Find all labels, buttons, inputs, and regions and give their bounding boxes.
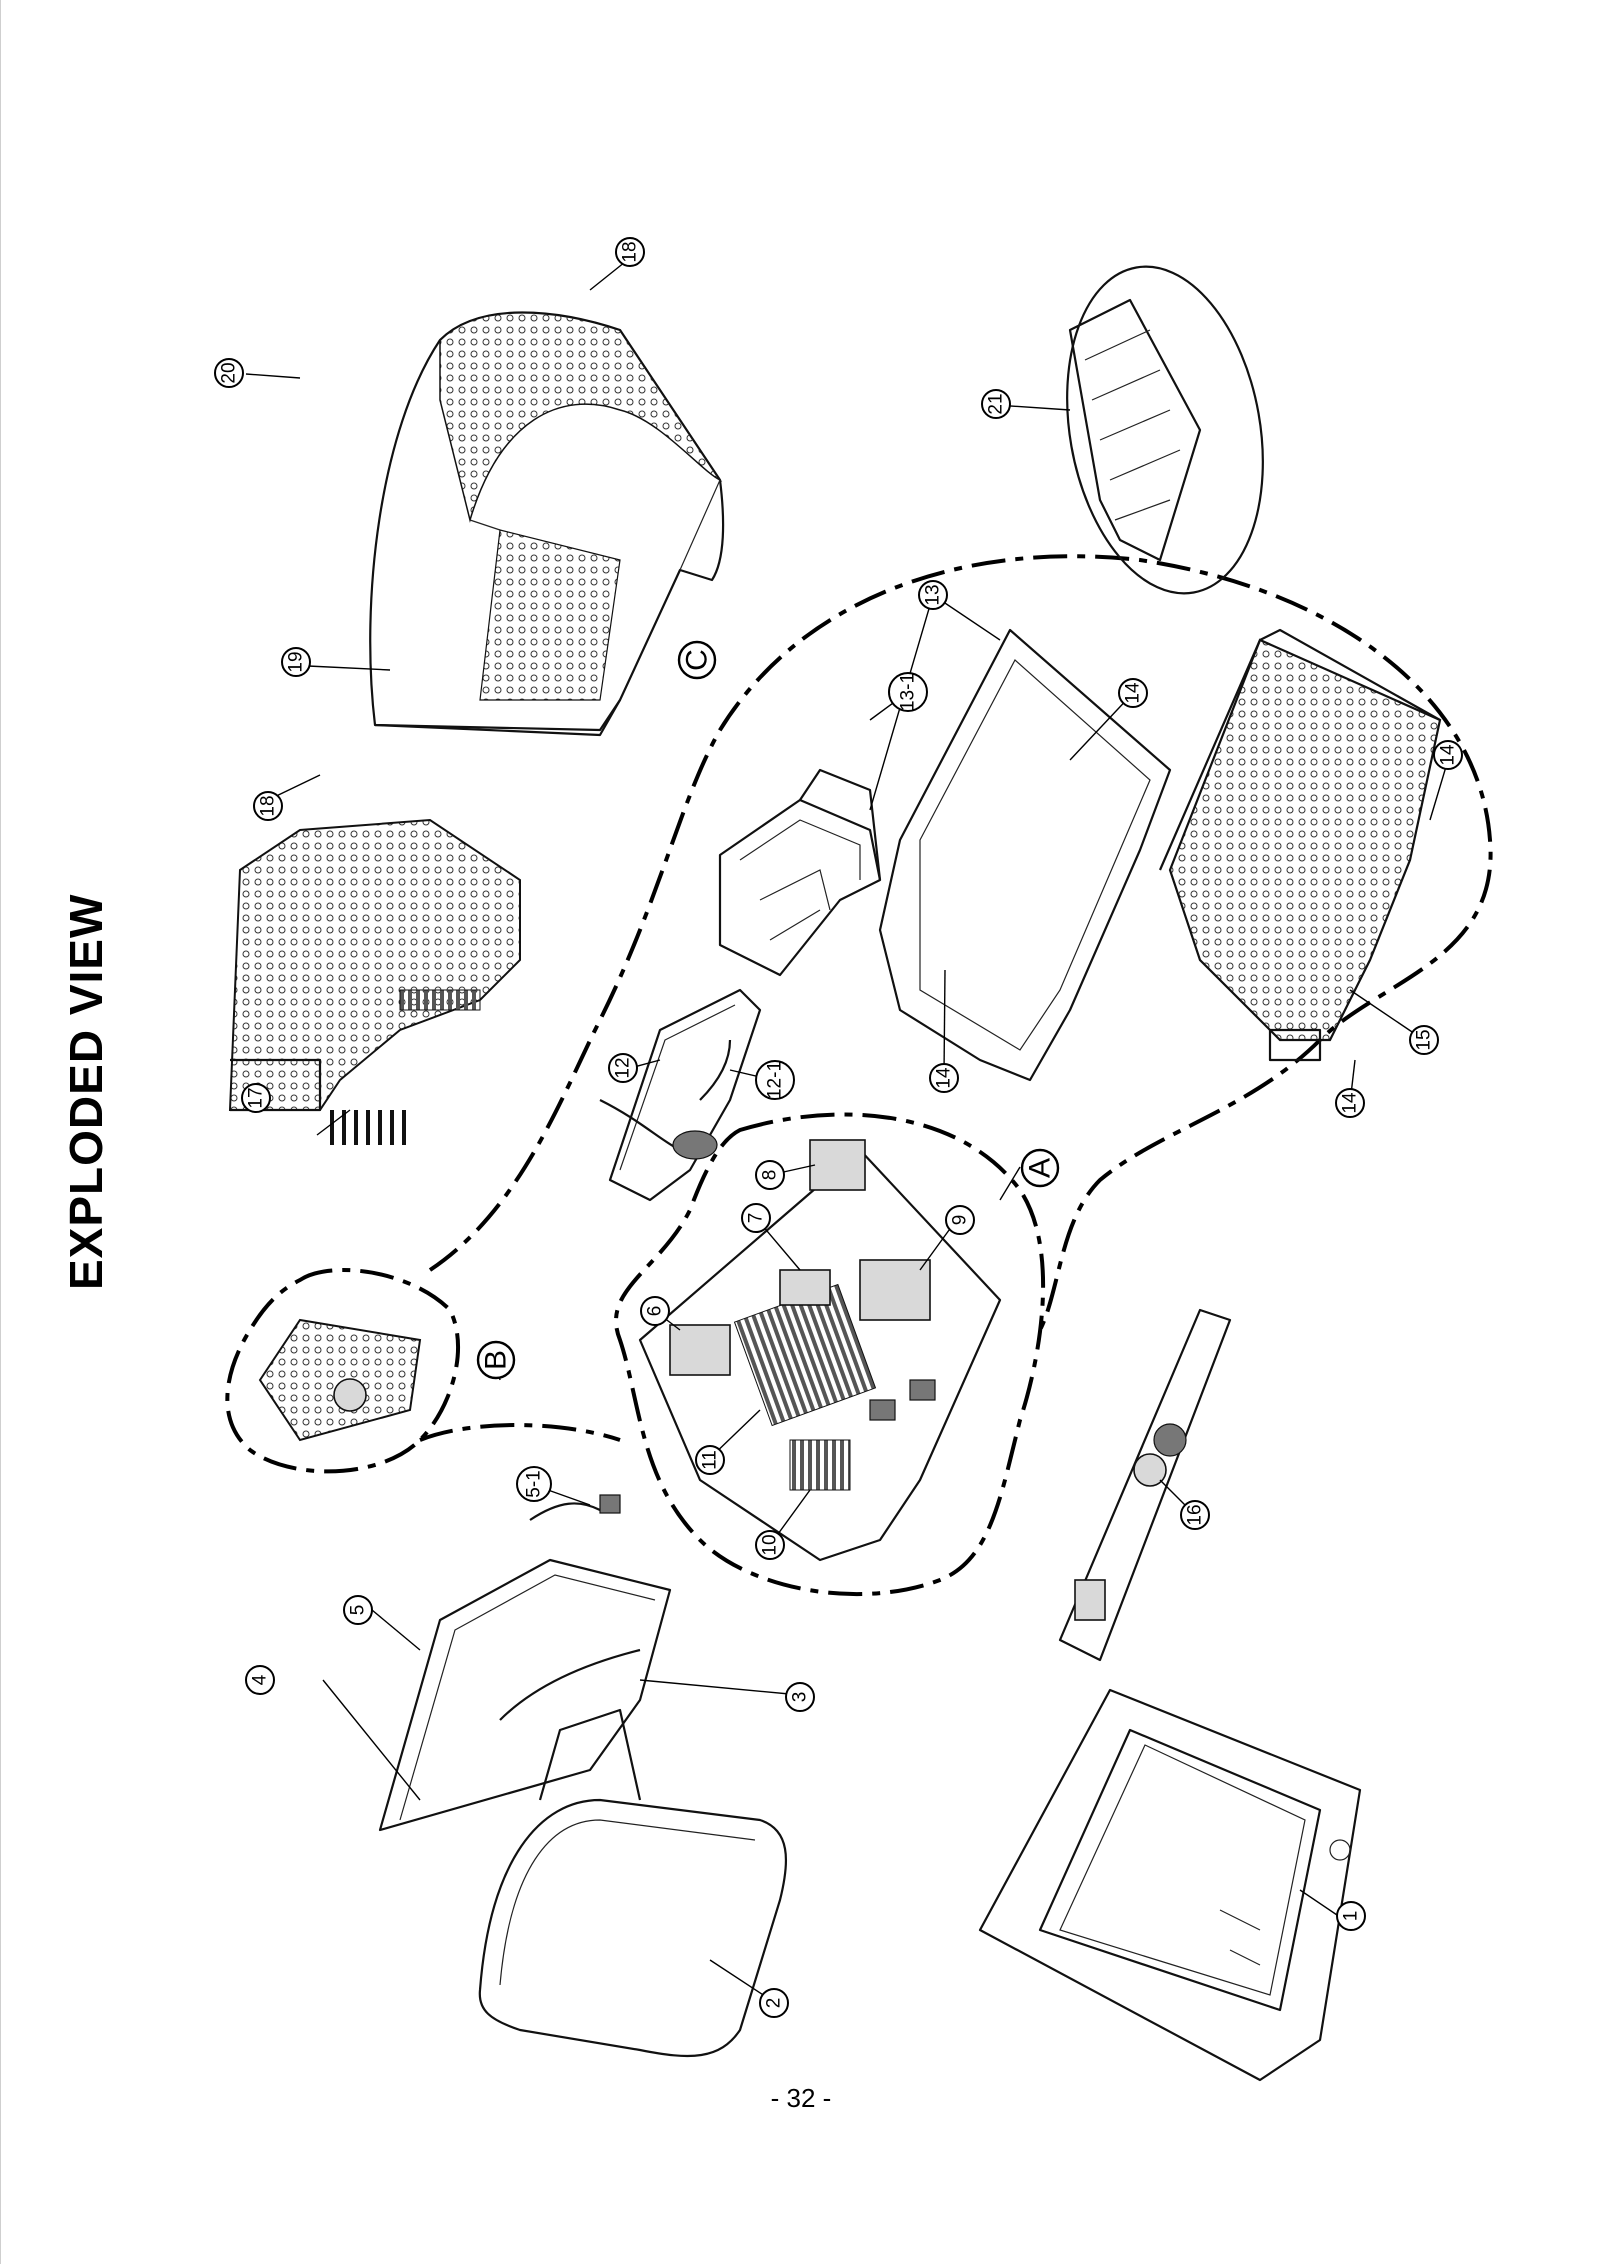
svg-text:14: 14 (1438, 744, 1459, 766)
picture-tube-part-2 (478, 1708, 788, 2058)
leader-lines (245, 257, 1449, 2003)
callout-8: 8 (755, 1160, 785, 1190)
callout-15: 15 (1409, 1025, 1439, 1055)
svg-text:11: 11 (700, 1450, 721, 1470)
callout-3: 3 (785, 1682, 815, 1712)
svg-text:12-1: 12-1 (765, 1061, 786, 1099)
callout-9: 9 (945, 1205, 975, 1235)
main-board-group-a (638, 1139, 1002, 1562)
back-cover-part-19 (369, 311, 725, 737)
group-c-boundary (428, 554, 1493, 1331)
callout-12-1: 12-1 (755, 1060, 795, 1100)
shield-cover-part-17 (228, 818, 521, 1145)
svg-text:7: 7 (746, 1213, 767, 1224)
svg-text:16: 16 (1185, 1504, 1206, 1525)
callout-18-a: 18 (253, 791, 283, 821)
svg-text:14: 14 (1340, 1092, 1361, 1114)
callout-10: 10 (755, 1530, 785, 1560)
group-marker-c: C (677, 640, 717, 680)
callout-6: 6 (640, 1296, 670, 1326)
group-marker-b: B (476, 1340, 516, 1380)
callout-5-1: 5-1 (516, 1466, 552, 1502)
svg-text:9: 9 (950, 1215, 971, 1226)
callout-16: 16 (1180, 1500, 1210, 1530)
svg-text:18: 18 (258, 795, 279, 816)
crt-frame-part-5 (378, 1494, 672, 1832)
front-cabinet-part-1 (978, 1688, 1362, 2082)
svg-text:8: 8 (760, 1170, 781, 1181)
sub-board-group-b (258, 1318, 422, 1442)
svg-text:10: 10 (760, 1534, 781, 1555)
callout-13: 13 (918, 580, 948, 610)
control-board-part-16 (1058, 1308, 1232, 1662)
svg-text:2: 2 (764, 1998, 785, 2009)
bottom-plate-part-15 (1158, 628, 1442, 1062)
callout-1: 1 (1336, 1901, 1366, 1931)
callout-7: 7 (741, 1203, 771, 1233)
callout-19: 19 (281, 647, 311, 677)
group-b-to-main-link (419, 1423, 621, 1442)
svg-text:5-1: 5-1 (524, 1470, 545, 1497)
callout-4: 4 (245, 1665, 275, 1695)
callout-2: 2 (759, 1988, 789, 2018)
svg-text:5: 5 (348, 1605, 369, 1616)
svg-text:14: 14 (1123, 682, 1144, 704)
callout-14-b: 14 (1433, 740, 1463, 770)
svg-text:20: 20 (219, 362, 240, 383)
callout-17: 17 (241, 1083, 271, 1113)
svg-text:13-1: 13-1 (898, 673, 919, 711)
svg-text:1: 1 (1341, 1911, 1362, 1922)
svg-text:B: B (480, 1350, 513, 1370)
page-number: - 32 - (770, 2083, 832, 2113)
callout-5: 5 (343, 1595, 373, 1625)
group-b-boundary (225, 1268, 460, 1474)
stand-base-part-21 (1066, 265, 1264, 595)
svg-text:15: 15 (1414, 1029, 1435, 1050)
svg-text:A: A (1024, 1158, 1057, 1178)
svg-text:12: 12 (613, 1057, 634, 1078)
callout-12: 12 (608, 1053, 638, 1083)
svg-text:14: 14 (934, 1067, 955, 1089)
callout-20: 20 (214, 358, 244, 388)
callout-14-c: 14 (929, 1063, 959, 1093)
svg-text:19: 19 (286, 651, 307, 672)
callout-18-b: 18 (615, 237, 645, 267)
callout-14-a: 14 (1118, 678, 1148, 708)
svg-text:3: 3 (790, 1692, 811, 1703)
svg-text:13: 13 (923, 584, 944, 605)
input-bracket-part-12 (599, 988, 762, 1202)
svg-text:17: 17 (246, 1087, 267, 1108)
group-a-boundary (614, 1112, 1046, 1597)
svg-text:21: 21 (986, 393, 1007, 414)
svg-text:6: 6 (645, 1306, 666, 1317)
callout-14-d: 14 (1335, 1088, 1365, 1118)
svg-text:C: C (681, 649, 714, 671)
callout-11: 11 (695, 1445, 725, 1475)
svg-text:18: 18 (620, 241, 641, 262)
main-frame-part-13 (718, 628, 1172, 1082)
callout-21: 21 (981, 389, 1011, 419)
svg-text:4: 4 (250, 1674, 271, 1685)
group-marker-a: A (1020, 1148, 1060, 1188)
callout-13-1: 13-1 (888, 672, 928, 712)
